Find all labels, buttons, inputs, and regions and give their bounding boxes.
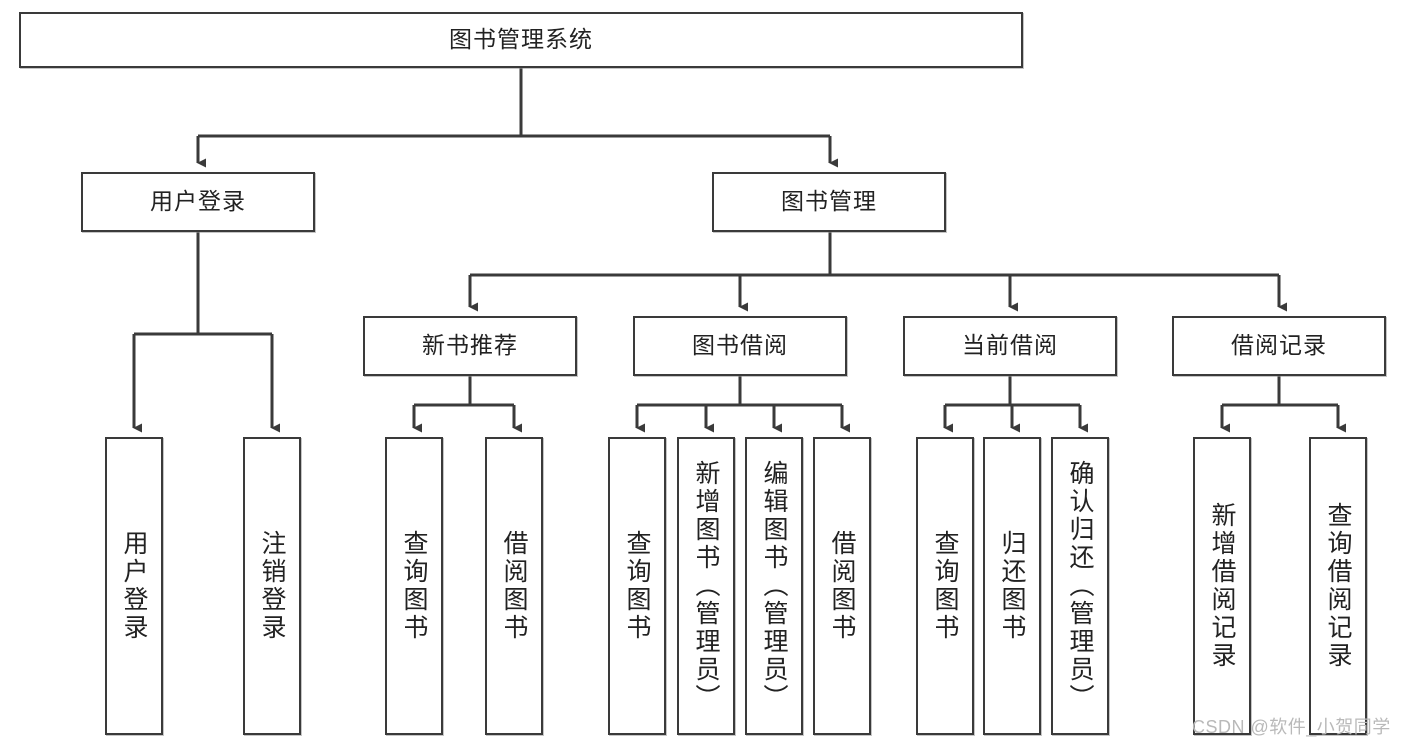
node-leaf-user-login[interactable]: 用户登录 (105, 437, 163, 735)
node-leaf-add-record[interactable]: 新增借阅记录 (1193, 437, 1251, 735)
node-label: 编辑图书（管理员） (760, 460, 788, 712)
node-leaf-query-book-1[interactable]: 查询图书 (385, 437, 443, 735)
node-leaf-borrow-book-2[interactable]: 借阅图书 (813, 437, 871, 735)
node-label: 查询借阅记录 (1324, 502, 1352, 670)
node-leaf-query-record[interactable]: 查询借阅记录 (1309, 437, 1367, 735)
node-leaf-return-book[interactable]: 归还图书 (983, 437, 1041, 735)
node-label: 查询图书 (400, 530, 428, 642)
node-borrow-record[interactable]: 借阅记录 (1172, 316, 1386, 376)
node-label: 借阅图书 (828, 530, 856, 642)
node-label: 查询图书 (931, 530, 959, 642)
node-label: 借阅记录 (1231, 332, 1327, 359)
node-label: 图书管理 (781, 188, 877, 215)
node-label: 当前借阅 (962, 332, 1058, 359)
node-leaf-query-book-2[interactable]: 查询图书 (608, 437, 666, 735)
node-new-book-recommend[interactable]: 新书推荐 (363, 316, 577, 376)
node-label: 新书推荐 (422, 332, 518, 359)
node-leaf-edit-book[interactable]: 编辑图书（管理员） (745, 437, 803, 735)
node-current-borrow[interactable]: 当前借阅 (903, 316, 1117, 376)
watermark-text: CSDN @软件_小贺同学 (1192, 717, 1391, 737)
node-label: 新增图书（管理员） (692, 460, 720, 712)
node-label: 用户登录 (120, 530, 148, 642)
node-label: 确认归还（管理员） (1066, 460, 1094, 712)
node-label: 图书借阅 (692, 332, 788, 359)
node-leaf-confirm-return[interactable]: 确认归还（管理员） (1051, 437, 1109, 735)
node-book-management-system[interactable]: 图书管理系统 (19, 12, 1023, 68)
node-label: 新增借阅记录 (1208, 502, 1236, 670)
node-label: 用户登录 (150, 188, 246, 215)
node-label: 查询图书 (623, 530, 651, 642)
node-leaf-logout-login[interactable]: 注销登录 (243, 437, 301, 735)
node-leaf-query-book-3[interactable]: 查询图书 (916, 437, 974, 735)
node-label: 借阅图书 (500, 530, 528, 642)
node-label: 注销登录 (258, 530, 286, 642)
node-book-borrow[interactable]: 图书借阅 (633, 316, 847, 376)
node-leaf-borrow-book-1[interactable]: 借阅图书 (485, 437, 543, 735)
node-leaf-add-book[interactable]: 新增图书（管理员） (677, 437, 735, 735)
node-label: 图书管理系统 (449, 26, 593, 53)
node-user-login[interactable]: 用户登录 (81, 172, 315, 232)
node-label: 归还图书 (998, 530, 1026, 642)
node-book-management[interactable]: 图书管理 (712, 172, 946, 232)
